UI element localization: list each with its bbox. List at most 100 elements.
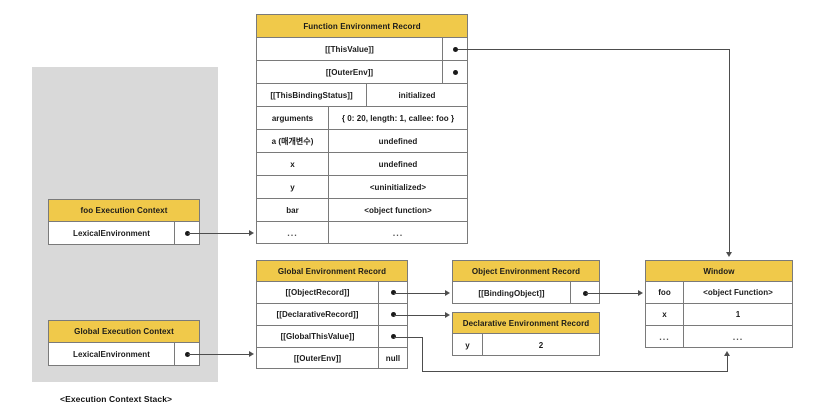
row-key: [[OuterEnv]] [257,348,379,369]
pointer-dot [582,290,588,296]
row-key: [[ObjectRecord]] [257,282,379,303]
row-value: ... [732,331,744,342]
function-environment-record-title: Function Environment Record [257,15,467,38]
table-row: x undefined [257,153,467,176]
declarative-environment-record-table: Declarative Environment Record y 2 [452,312,600,356]
table-row: a (매개변수) undefined [257,130,467,153]
arrowhead-global-lexenv-to-ger [249,350,254,357]
pointer-dot [390,334,396,339]
pointer-dot [390,312,396,317]
table-row: arguments { 0: 20, length: 1, callee: fo… [257,107,467,130]
row-pointer [379,304,407,325]
row-key: bar [257,199,329,221]
table-row: LexicalEnvironment [49,222,199,245]
row-value: ... [392,228,404,238]
table-row: ... ... [646,326,792,347]
global-environment-record-title: Global Environment Record [257,261,407,282]
row-key: y [453,334,483,356]
connector-thisvalue-vertical [729,49,730,252]
table-row: [[BindingObject]] [453,282,599,304]
foo-execution-context-title: foo Execution Context [49,200,199,222]
arrowhead-declarativerecord-to-der [445,311,450,318]
row-value: undefined [378,136,418,146]
row-value: 1 [735,310,741,319]
pointer-dot [184,352,190,357]
global-execution-context-title: Global Execution Context [49,321,199,343]
arrowhead-bindingobject-to-window [638,289,643,296]
row-value: null [385,354,401,363]
global-environment-record-table: Global Environment Record [[ObjectRecord… [256,260,408,369]
row-value: <uninitialized> [369,182,427,192]
lexical-environment-label: LexicalEnvironment [49,343,175,366]
row-key: [[OuterEnv]] [257,61,443,83]
table-row: ... ... [257,222,467,244]
window-object-table: Window foo <object Function> x 1 ... ... [645,260,793,348]
connector-foo-lexenv [188,233,250,234]
row-pointer [443,61,467,83]
row-key: arguments [257,107,329,129]
table-row: bar <object function> [257,199,467,222]
table-row: [[OuterEnv]] null [257,348,407,369]
connector-objectrecord [394,293,446,294]
connector-globalthisvalue-v2 [727,356,728,372]
foo-execution-context-box: foo Execution Context LexicalEnvironment [48,199,200,245]
pointer-dot [452,46,458,52]
arrowhead-objectrecord-to-oer [445,289,450,296]
connector-globalthisvalue-v1 [422,337,423,372]
row-value: <object function> [364,205,432,215]
row-value: initialized [398,90,436,100]
connector-globalthisvalue-h1 [394,337,423,338]
row-value: undefined [378,159,418,169]
window-object-title: Window [646,261,792,282]
row-pointer [175,343,199,366]
arrowhead-globalthisvalue-to-window [724,351,730,356]
table-row: [[ThisBindingStatus]] initialized [257,84,467,107]
execution-context-stack-caption: <Execution Context Stack> [60,394,173,404]
row-key: [[DeclarativeRecord]] [257,304,379,325]
table-row: [[DeclarativeRecord]] [257,304,407,326]
row-key: x [257,153,329,175]
pointer-dot [390,290,396,295]
arrowhead-thisvalue-to-window [726,252,732,257]
row-value: 2 [538,340,544,350]
global-execution-context-box: Global Execution Context LexicalEnvironm… [48,320,200,366]
row-pointer [175,222,199,245]
declarative-environment-record-title: Declarative Environment Record [453,313,599,334]
table-row: [[OuterEnv]] [257,61,467,84]
row-key: x [646,304,684,325]
arrowhead-foo-lexenv-to-fer [249,229,254,236]
lexical-environment-label: LexicalEnvironment [49,222,175,245]
connector-globalthisvalue-h2 [422,371,728,372]
connector-global-lexenv [188,354,250,355]
row-pointer [443,38,467,60]
function-environment-record-table: Function Environment Record [[ThisValue]… [256,14,468,244]
row-key: ... [646,326,684,347]
pointer-dot [452,69,458,75]
row-key: ... [257,222,329,244]
pointer-dot [184,231,190,236]
connector-bindingobject [586,293,639,294]
row-key: y [257,176,329,198]
table-row: foo <object Function> [646,282,792,304]
object-environment-record-title: Object Environment Record [453,261,599,282]
table-row: [[ObjectRecord]] [257,282,407,304]
object-environment-record-table: Object Environment Record [[BindingObjec… [452,260,600,304]
row-value: <object Function> [703,288,773,297]
row-value: { 0: 20, length: 1, callee: foo } [341,113,455,123]
row-pointer [379,282,407,303]
connector-thisvalue-horizontal [458,49,730,50]
row-key: foo [646,282,684,303]
table-row: [[GlobalThisValue]] [257,326,407,348]
table-row: [[ThisValue]] [257,38,467,61]
row-pointer [379,326,407,347]
row-pointer [571,282,599,304]
row-key: [[GlobalThisValue]] [257,326,379,347]
row-key: [[ThisBindingStatus]] [257,84,367,106]
table-row: x 1 [646,304,792,326]
table-row: y <uninitialized> [257,176,467,199]
row-key: [[BindingObject]] [453,282,571,304]
table-row: LexicalEnvironment [49,343,199,366]
row-key: a (매개변수) [257,130,329,152]
connector-declarativerecord [394,315,446,316]
